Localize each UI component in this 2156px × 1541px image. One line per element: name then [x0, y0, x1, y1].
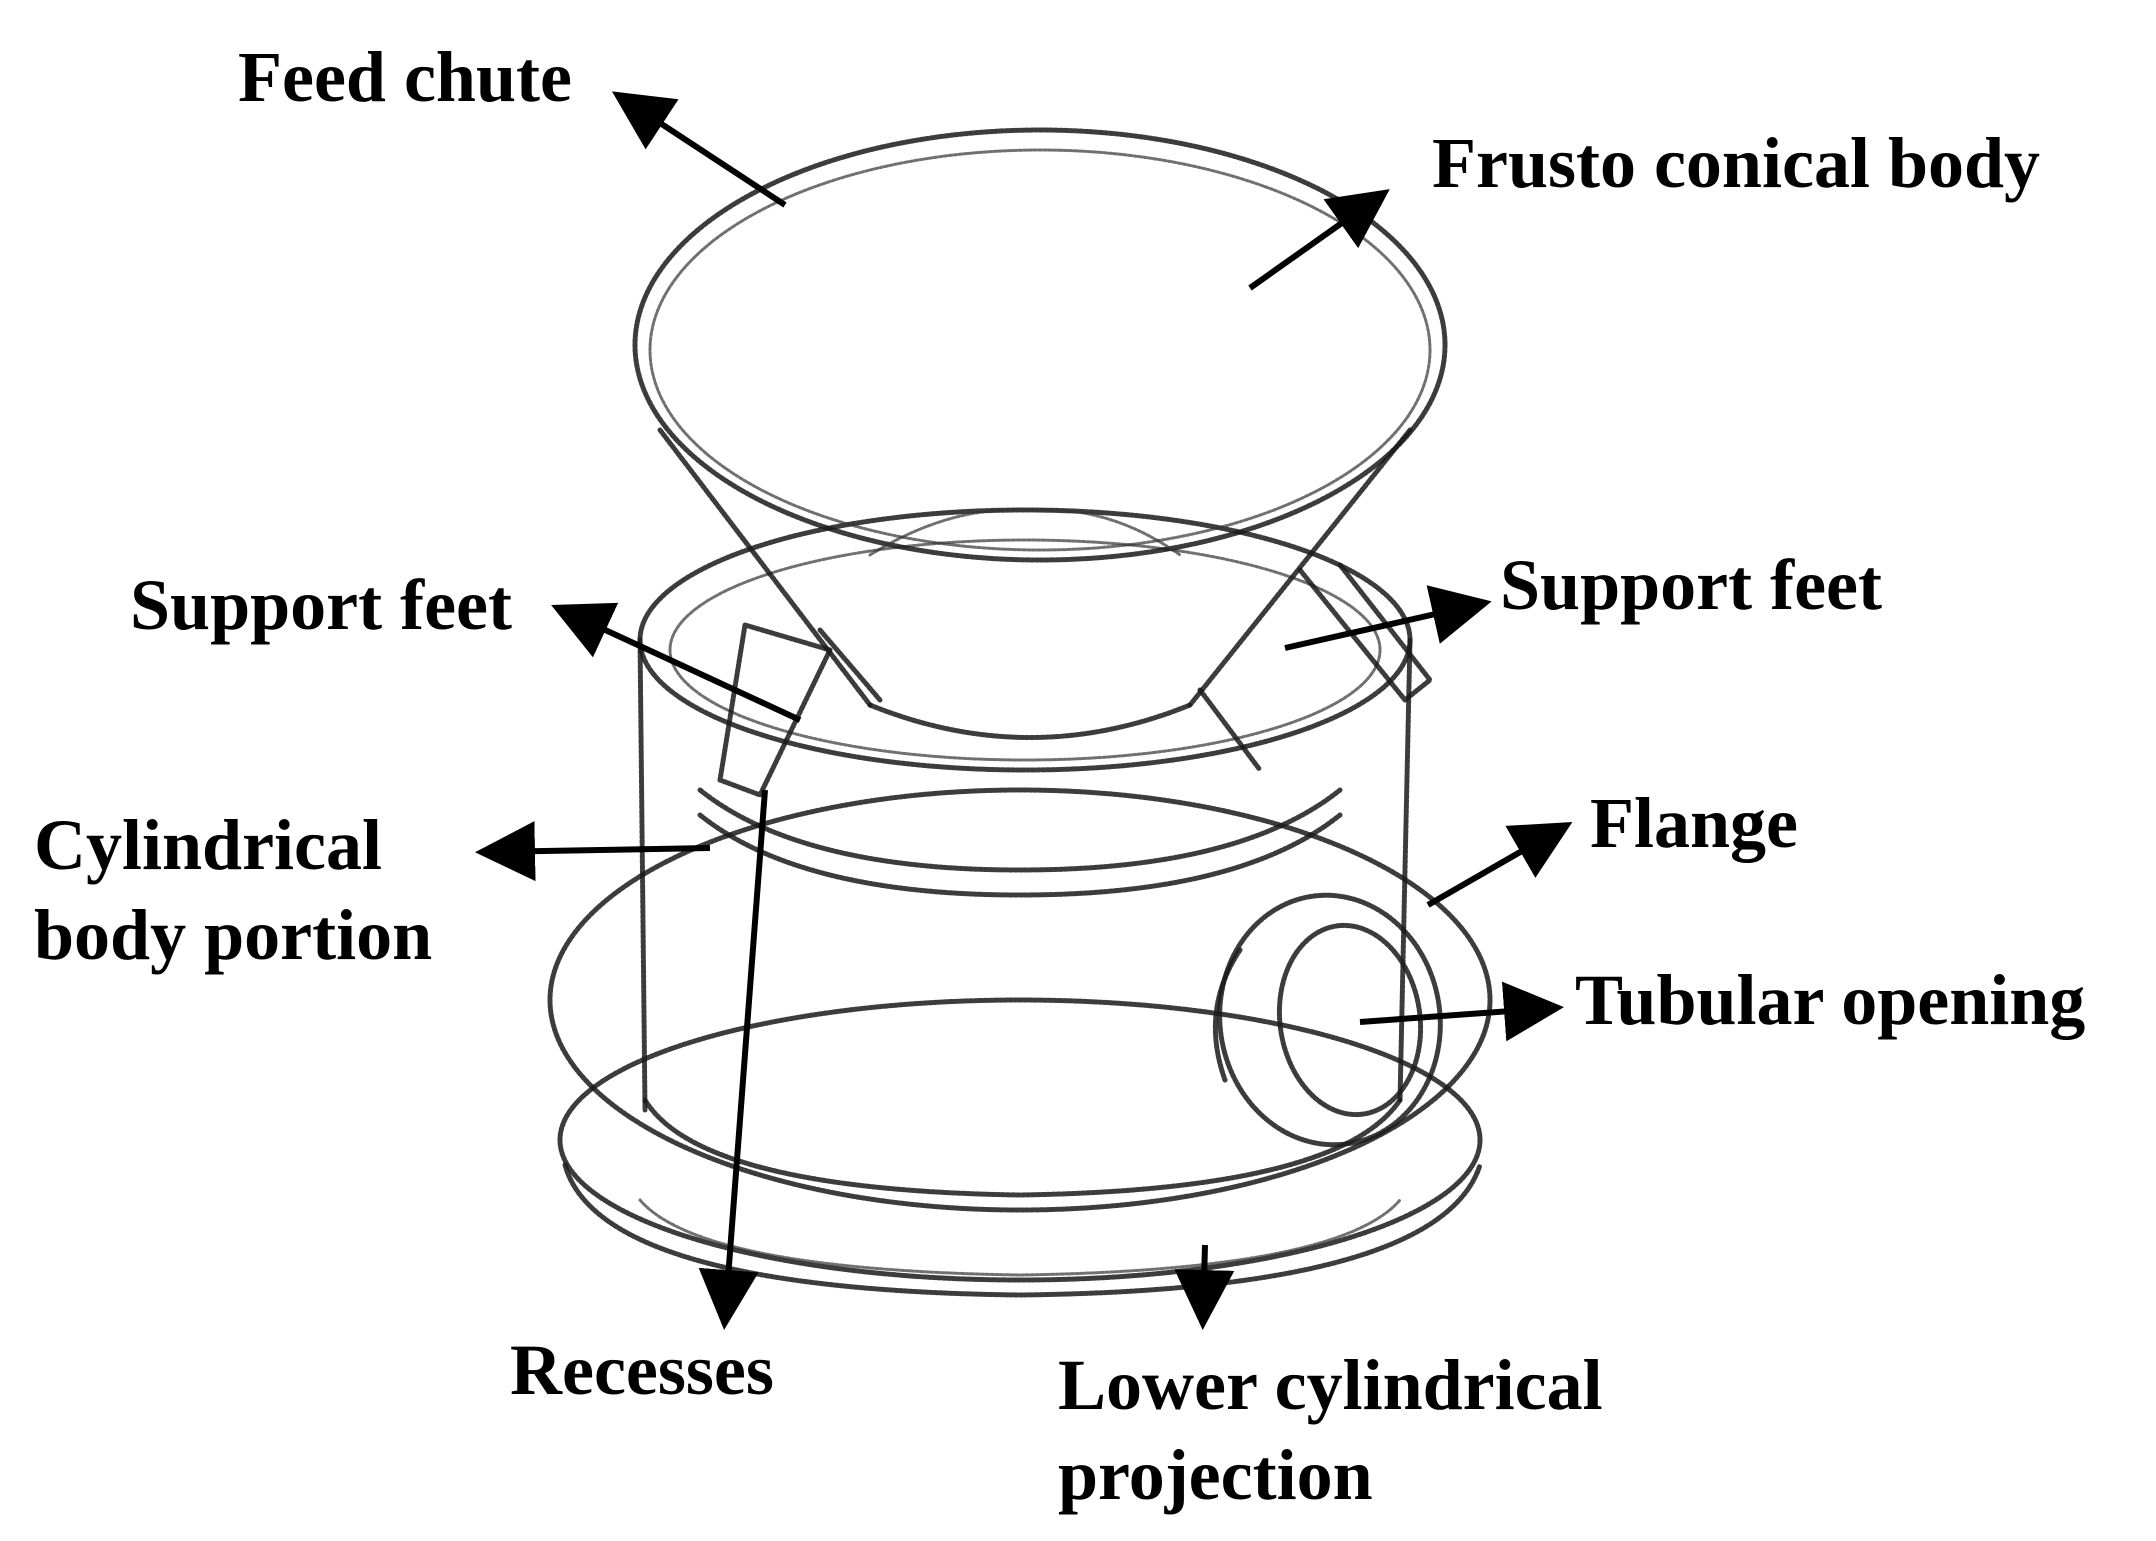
arrow-cylindrical-body: [475, 821, 711, 882]
label-support-feet-left: Support feet: [130, 565, 512, 645]
frusto-conical-body-shape: [632, 127, 1448, 740]
label-cylindrical-body-portion: Cylindrical body portion: [34, 805, 433, 975]
label-lower-cylindrical-projection: Lower cylindrical projection: [1058, 1345, 1603, 1515]
label-feed-chute: Feed chute: [238, 37, 572, 117]
arrow-support-feet-left: [551, 602, 802, 723]
support-feet-shapes: [717, 562, 1433, 798]
arrow-lower-projection: [1174, 1244, 1235, 1330]
cylindrical-body-shape: [637, 507, 1413, 1198]
annotation-arrows: [475, 91, 1573, 1330]
label-recesses: Recesses: [510, 1330, 774, 1410]
arrow-frusto-conical-body: [1248, 189, 1390, 291]
arrow-recesses: [698, 789, 768, 1330]
label-support-feet-right: Support feet: [1500, 545, 1882, 625]
label-tubular-opening: Tubular opening: [1575, 960, 2086, 1040]
flange-shape: [547, 787, 1493, 1213]
arrow-tubular-opening: [1359, 981, 1564, 1042]
arrow-feed-chute: [611, 91, 787, 208]
tubular-opening-shape: [1212, 892, 1443, 1148]
arrow-support-feet-right: [1284, 585, 1492, 651]
label-frusto-conical-body: Frusto conical body: [1432, 123, 2041, 203]
lower-projection-shape: [557, 997, 1483, 1298]
label-flange: Flange: [1590, 783, 1798, 863]
arrow-flange: [1426, 822, 1573, 908]
